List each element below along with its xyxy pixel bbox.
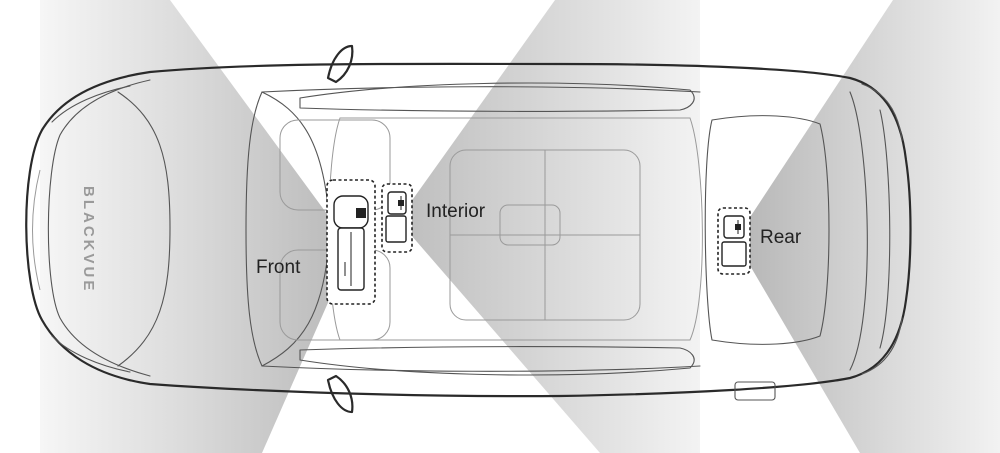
left-mirror [326, 44, 354, 84]
windshield [245, 91, 331, 367]
front-camera-icon [333, 195, 369, 291]
rear-window [704, 115, 830, 345]
interior-label: Interior [426, 201, 486, 222]
interior-coverage-cone [398, 0, 700, 453]
front-coverage-cone [40, 0, 352, 453]
interior-camera-group [381, 183, 413, 253]
front-camera-group [326, 179, 376, 305]
rear-camera-group [717, 207, 751, 275]
car-top-view: BLACKVUE [25, 44, 912, 414]
rear-camera-icon [721, 215, 747, 267]
car-body-outline [25, 62, 912, 398]
brand-logo: BLACKVUE [80, 186, 97, 293]
interior-seats [279, 119, 641, 341]
right-mirror [326, 374, 354, 414]
rear-label: Rear [760, 227, 802, 248]
interior-camera-icon [385, 191, 407, 243]
front-label: Front [256, 257, 301, 278]
